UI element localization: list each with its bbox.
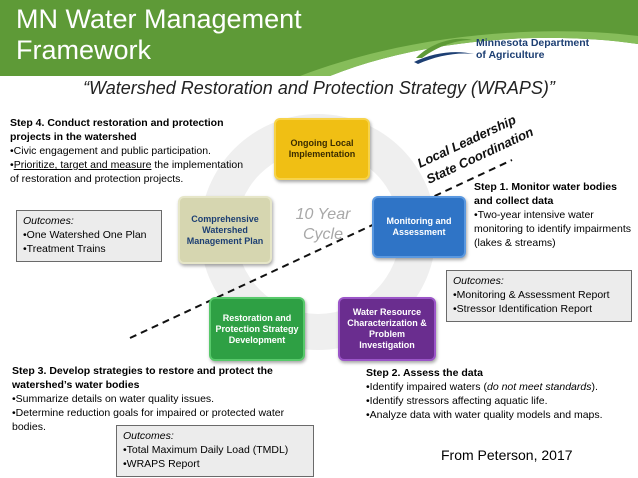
step4-outcomes-box: Outcomes: •One Watershed One Plan •Treat… — [16, 210, 162, 262]
step2-bullet3: •Analyze data with water quality models … — [366, 409, 603, 421]
step4-bullet2-emphasis: Prioritize, target and measure — [13, 159, 152, 171]
step2-bullet1-end: ). — [591, 381, 598, 393]
outcomes-heading: Outcomes: — [453, 275, 504, 287]
step2-bullet1-start: •Identify impaired waters ( — [366, 381, 487, 393]
step1-bullet1: •Two-year intensive water monitoring to … — [474, 209, 631, 249]
step3-bullet1: •Summarize details on water quality issu… — [12, 393, 215, 405]
subtitle: “Watershed Restoration and Protection St… — [83, 78, 555, 98]
mda-logo-text: Minnesota Department of Agriculture — [476, 37, 626, 61]
step2-bullet2: •Identify stressors affecting aquatic li… — [366, 395, 548, 407]
node-comprehensive-watershed-plan: Comprehensive Watershed Management Plan — [178, 196, 272, 264]
outcome-item: •One Watershed One Plan — [23, 229, 147, 241]
page-title: MN Water Management Framework — [16, 4, 302, 65]
source-credit: From Peterson, 2017 — [441, 447, 573, 463]
outcome-item: •Monitoring & Assessment Report — [453, 289, 610, 301]
node-ongoing-local-implementation: Ongoing Local Implementation — [274, 118, 370, 180]
leadership-divider-line — [129, 159, 513, 339]
step2-bullet1-emphasis: do not meet standards — [486, 381, 592, 393]
step1-heading: Step 1. Monitor water bodies and collect… — [474, 181, 617, 207]
step4-heading: Step 4. Conduct restoration and protecti… — [10, 117, 224, 143]
outcome-item: •Total Maximum Daily Load (TMDL) — [123, 444, 289, 456]
cycle-hub — [236, 150, 400, 314]
step2-heading: Step 2. Assess the data — [366, 367, 483, 379]
logo-line2: of Agriculture — [476, 49, 545, 61]
step3-bullet2: •Determine reduction goals for impaired … — [12, 407, 285, 433]
header-swoosh — [300, 31, 638, 76]
step2-bullet1: •Identify impaired waters (do not meet s… — [366, 380, 638, 394]
node-water-resource-characterization: Water Resource Characterization & Proble… — [338, 297, 436, 361]
outcome-item: •WRAPS Report — [123, 458, 200, 470]
outcome-item: •Treatment Trains — [23, 243, 106, 255]
step3-heading: Step 3. Develop strategies to restore an… — [12, 365, 273, 391]
node-restoration-protection-strategy: Restoration and Protection Strategy Deve… — [209, 297, 305, 361]
step2-text: Step 2. Assess the data •Identify impair… — [366, 366, 638, 422]
node-label: Ongoing Local Implementation — [288, 138, 356, 159]
step1-text: Step 1. Monitor water bodies and collect… — [474, 180, 634, 250]
logo-line1: Minnesota Department — [476, 37, 590, 49]
node-label: Comprehensive Watershed Management Plan — [186, 213, 264, 246]
step4-bullet2: •Prioritize, target and measure the impl… — [10, 158, 250, 186]
mda-logo-icon — [414, 38, 474, 64]
node-label: Water Resource Characterization & Proble… — [347, 307, 427, 350]
outcome-item: •Stressor Identification Report — [453, 303, 593, 315]
node-monitoring-assessment: Monitoring and Assessment — [372, 196, 466, 258]
bullet-mark: • — [10, 159, 14, 171]
outcomes-heading: Outcomes: — [23, 215, 74, 227]
node-label: Monitoring and Assessment — [386, 216, 452, 237]
step3-outcomes-box: Outcomes: •Total Maximum Daily Load (TMD… — [116, 425, 314, 477]
cycle-center-label: 10 Year Cycle — [295, 206, 351, 243]
step4-text: Step 4. Conduct restoration and protecti… — [10, 116, 250, 186]
step4-bullet2-rest: the implementation of restoration and pr… — [10, 159, 244, 185]
node-label: Restoration and Protection Strategy Deve… — [215, 312, 299, 345]
step3-text: Step 3. Develop strategies to restore an… — [12, 364, 312, 434]
outcomes-heading: Outcomes: — [123, 430, 174, 442]
header-banner: MN Water Management Framework — [0, 0, 638, 76]
step1-outcomes-box: Outcomes: •Monitoring & Assessment Repor… — [446, 270, 632, 322]
step4-bullet1: •Civic engagement and public participati… — [10, 145, 211, 157]
